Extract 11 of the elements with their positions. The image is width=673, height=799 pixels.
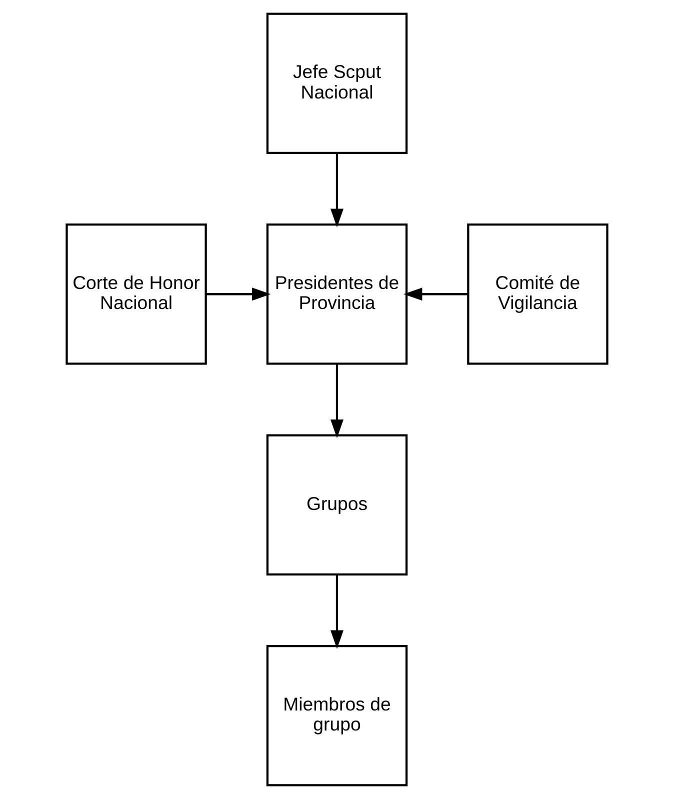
arrow [206,288,270,301]
node-box: Jefe Scput Nacional [266,12,408,154]
node-box: Corte de Honor Nacional [65,224,206,365]
arrow [330,364,344,438]
node-box: Grupos [266,434,408,576]
node-box: Miembros de grupo [266,645,408,786]
arrow [330,574,344,649]
arrow [330,153,344,228]
arrow [403,288,468,301]
node-box: Presidentes de Provincia [266,224,408,365]
node-box: Comité de Vigilancia [466,224,608,365]
